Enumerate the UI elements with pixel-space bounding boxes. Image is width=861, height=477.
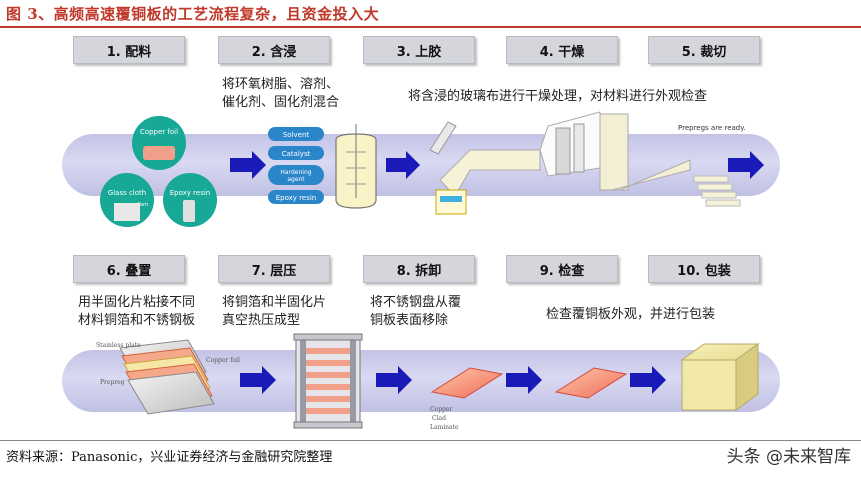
copper-clad-laminate-illustration: Copper Clad Laminate [430,367,504,431]
drying-description: 将含浸的玻璃布进行干燥处理，对材料进行外观检查 [408,89,708,104]
epoxy-resin-label: Epoxy resin [170,189,211,197]
copper-foil-circle [132,116,186,170]
catalyst-label: Catalyst [282,150,311,158]
dryer-outlet [599,113,629,191]
catalyst-pill [268,146,324,160]
copper-foil-icon [143,146,175,160]
mixing-ingredients-illustration: Solvent Catalyst Hardening agent Epoxy r… [268,124,377,209]
arrow-icon [728,151,764,179]
stacking-description-line1: 用半固化片粘接不同 [78,295,196,310]
solvent-pill [268,127,324,141]
hardening-agent-pill [268,165,324,185]
yarn-label: Yarn [137,202,149,208]
gluing-drying-machine-illustration: Prepregs are ready. [429,111,746,215]
glass-cloth-label: Glass cloth [108,189,146,197]
step-5-cutting: 5. 裁切 [648,36,760,64]
stainless-plate-label: Stainless plate [96,342,141,349]
raw-materials-illustration: Copper foil Glass cloth Yarn Epoxy resin [100,116,217,227]
stacking-description: 用半固化片粘接不同 材料铜箔和不锈钢板 [78,294,195,330]
prepreg-stack-icon [693,175,741,207]
stacking-description-line2: 材料铜箔和不锈钢板 [78,313,196,328]
figure-title: 图 3、高频高速覆铜板的工艺流程复杂，且资金投入大 [6,5,380,23]
prepregs-ready-label: Prepregs are ready. [678,124,746,132]
impregnation-description-line1: 将环氧树脂、溶剂、 [222,77,340,92]
step-4-drying: 4. 干燥 [506,36,618,64]
step-7-laminating: 7. 层压 [218,255,330,283]
laminating-description-line2: 真空热压成型 [222,313,301,328]
glass-cloth-icon [114,203,140,221]
guide-roller [429,121,457,155]
stacking-layers-illustration: Stainless plate Copper foil Prepreg [96,339,240,415]
ccl-label-line3: Laminate [430,424,459,431]
footer-divider [0,440,861,441]
ccl-sheet [430,367,504,399]
package-box-illustration [680,343,760,411]
hot-press-illustration [293,333,363,429]
disassembling-description-line1: 将不锈钢盘从覆 [370,295,462,310]
step-9-inspection: 9. 检查 [506,255,618,283]
step-8-disassembling: 8. 拆卸 [363,255,475,283]
hardening-label-line1: Hardening [280,169,311,176]
solvent-label: Solvent [283,131,310,139]
arrow-icon [230,151,266,179]
inspect-pack-description: 检查覆铜板外观，并进行包装 [546,307,716,322]
epoxy-resin-pill-label: Epoxy resin [276,194,317,202]
laminating-description-line1: 将铜箔和半固化片 [222,295,327,310]
step-3-gluing: 3. 上胶 [363,36,475,64]
resin-level [440,196,462,202]
title-divider [0,26,861,28]
step-10-packing: 10. 包装 [648,255,760,283]
inspected-ccl-sheet [554,367,628,399]
impregnation-description: 将环氧树脂、溶剂、 催化剂、固化剂混合 [222,76,339,112]
copper-foil-stack-label: Copper foil [206,357,240,364]
arrow-icon [506,366,542,394]
glass-cloth-circle [100,173,154,227]
source-note: 资料来源：Panasonic，兴业证券经济与金融研究院整理 [6,450,333,465]
step-1-batching: 1. 配料 [73,36,185,64]
prepreg-label: Prepreg [100,379,125,386]
oven-heater-icon [555,127,571,175]
disassembling-description-line2: 铜板表面移除 [370,313,449,328]
step-6-stacking: 6. 叠置 [73,255,185,283]
copper-foil-label: Copper foil [140,128,178,136]
ccl-label-line2: Clad [432,415,446,422]
process-illustrations: Copper foil Glass cloth Yarn Epoxy resin… [96,111,764,431]
step-2-impregnation: 2. 含浸 [218,36,330,64]
ccl-label-line1: Copper [430,406,452,413]
glass-cloth-sheet [439,149,541,197]
arrow-icon [386,151,420,179]
hardening-label-line2: agent [287,176,305,183]
impregnation-description-line2: 催化剂、固化剂混合 [222,95,340,110]
laminating-description: 将铜箔和半固化片 真空热压成型 [222,294,326,330]
epoxy-resin-pill [268,190,324,204]
watermark: 头条 @未来智库 [726,447,851,467]
arrow-icon [630,366,666,394]
epoxy-resin-icon [183,200,195,222]
arrow-icon [376,366,412,394]
arrow-icon [240,366,276,394]
disassembling-description: 将不锈钢盘从覆 铜板表面移除 [370,294,461,330]
